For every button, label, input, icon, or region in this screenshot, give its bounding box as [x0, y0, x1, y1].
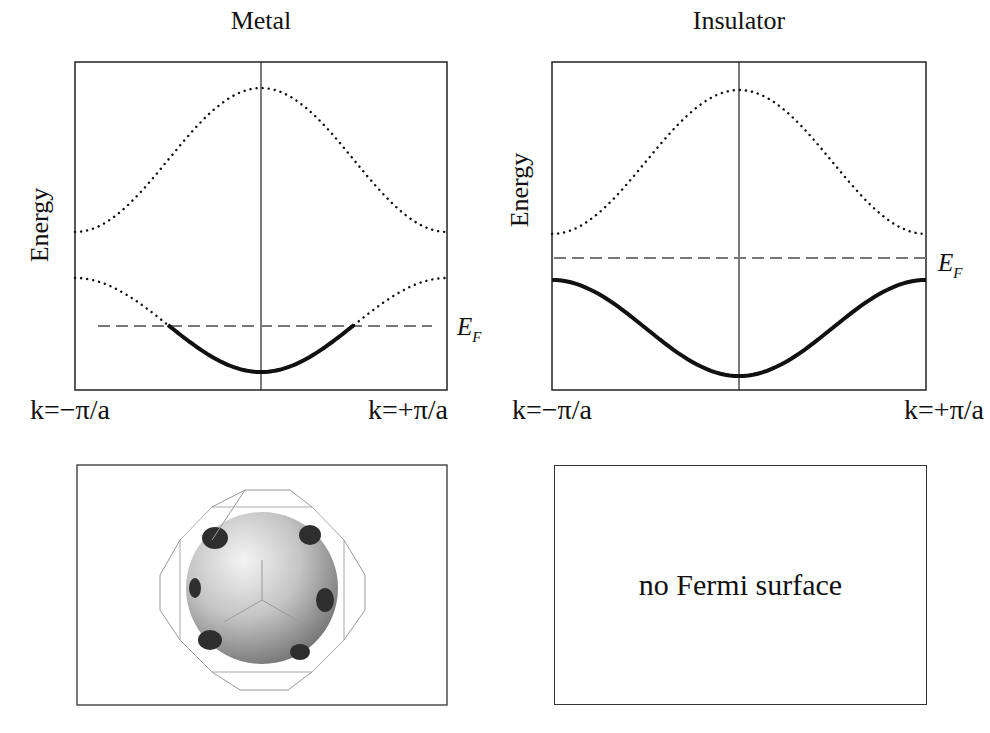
panel-title: Metal [231, 8, 292, 34]
fermi-necks [189, 525, 334, 660]
k-label: k=+π/a [904, 396, 984, 424]
axis-label: Energy [507, 153, 533, 228]
lower-band-empty [75, 278, 168, 325]
fermi-sphere [186, 512, 338, 664]
axis-label: Energy [27, 188, 53, 263]
fermi-label: EF [457, 314, 481, 345]
gamma-line [738, 62, 739, 390]
lower-band-filled [168, 325, 354, 372]
fermi-surface-frame [77, 465, 447, 705]
brillouin-zone-front [160, 490, 365, 690]
k-label: k=−π/a [512, 396, 592, 424]
upper-band [552, 90, 926, 234]
panel-text: no Fermi surface [639, 568, 842, 602]
k-label: k=+π/a [368, 396, 448, 424]
k-label: k=−π/a [30, 396, 110, 424]
panel-title: Insulator [693, 8, 785, 34]
gamma-line [260, 62, 261, 390]
plot-frame [75, 62, 447, 390]
lower-band-filled [552, 280, 926, 376]
empty-panel: no Fermi surface [554, 465, 927, 705]
upper-band [75, 88, 447, 232]
fermi-level [98, 325, 432, 327]
lower-band-empty [354, 278, 447, 325]
brillouin-zone-back [180, 507, 344, 672]
fermi-level [554, 257, 930, 259]
plot-frame [552, 62, 926, 390]
fermi-label: EF [938, 250, 962, 281]
